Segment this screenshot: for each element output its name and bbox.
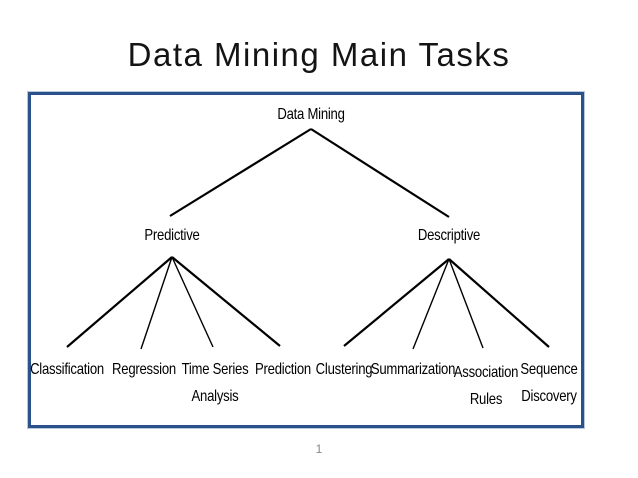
connector-predictive-classification	[66, 256, 173, 348]
node-descriptive: Descriptive	[417, 227, 481, 244]
page-number: 1	[315, 442, 323, 456]
node-sequence-discovery: Sequence Discovery	[520, 361, 578, 405]
node-prediction: Prediction	[255, 361, 311, 378]
slide-title: Data Mining Main Tasks	[127, 36, 511, 73]
node-time-series-analysis: Time Series Analysis	[181, 361, 249, 405]
node-regression: Regression	[112, 361, 176, 378]
tree-connector-lines	[66, 128, 550, 350]
node-clustering: Clustering	[315, 361, 373, 378]
connector-descriptive-sequence	[448, 258, 550, 348]
connector-predictive-regression	[140, 256, 173, 350]
node-classification: Classification	[30, 361, 104, 378]
connector-descriptive-association	[448, 258, 484, 349]
diagram-box: Data Mining Predictive Descriptive Class…	[28, 92, 584, 428]
connector-descriptive-clustering	[343, 258, 450, 347]
node-data-mining: Data Mining	[277, 106, 345, 123]
connector-root-descriptive	[310, 128, 450, 218]
node-summarization: Summarization	[370, 361, 456, 378]
connector-root-predictive	[169, 128, 312, 217]
node-predictive: Predictive	[144, 227, 200, 244]
connector-predictive-timeseries	[171, 256, 214, 348]
connector-predictive-prediction	[171, 256, 281, 347]
node-association-rules: Association Rules	[453, 364, 519, 408]
connector-descriptive-summarization	[412, 258, 450, 350]
